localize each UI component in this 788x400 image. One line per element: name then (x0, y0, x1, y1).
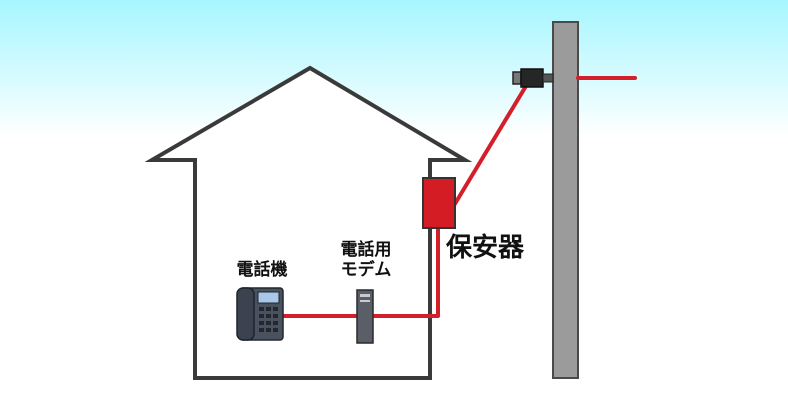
wiring (280, 76, 637, 318)
utility-pole (552, 21, 579, 379)
modem-label: 電話用 モデム (326, 240, 406, 280)
telephone (236, 287, 284, 341)
house-outline (144, 65, 473, 380)
wire-protector-to-modem (370, 226, 440, 318)
wire-drop (448, 84, 528, 214)
modem-device (356, 289, 374, 344)
modem-label-line2: モデム (340, 260, 392, 280)
protector-label: 保安器 (446, 233, 525, 263)
phone-label: 電話機 (236, 260, 288, 280)
pole-connector (512, 68, 554, 88)
modem-label-line1: 電話用 (340, 240, 392, 260)
protector-box (422, 177, 456, 229)
